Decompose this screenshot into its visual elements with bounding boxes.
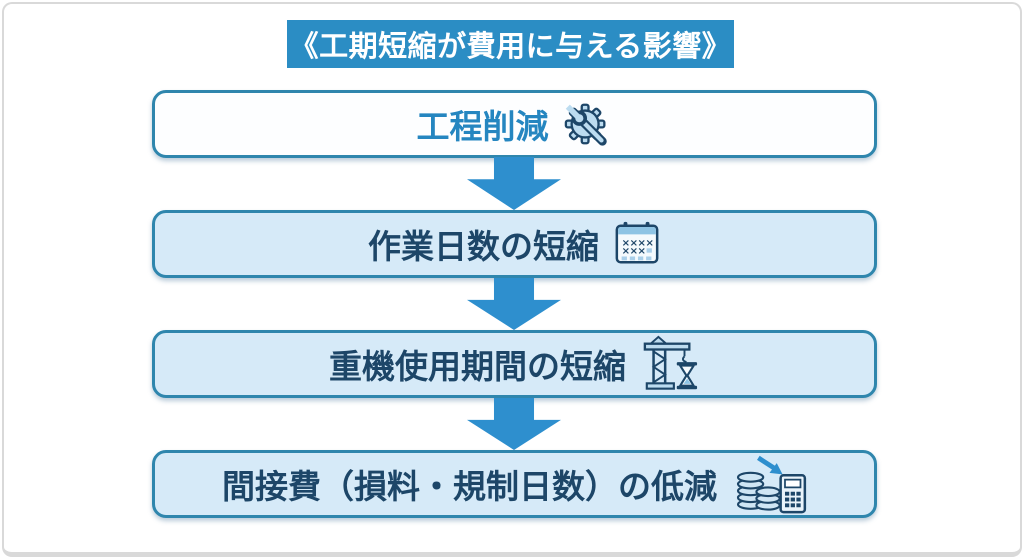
gear-wrench-icon (564, 103, 607, 146)
flow-box-label: 作業日数の短縮 (368, 228, 599, 265)
svg-text:×××: ××× (622, 246, 646, 257)
coins-calculator-decrease-icon (736, 455, 807, 514)
flow-box-label: 間接費（損料・規制日数）の低減 (222, 468, 717, 505)
flow-box-label: 工程削減 (416, 108, 549, 145)
calendar-crossed-days-icon: ×××× ××× (615, 221, 659, 264)
tower-crane-hourglass-icon (643, 335, 698, 390)
flow-box-indirect-cost-reduction: 間接費（損料・規制日数）の低減 (152, 450, 877, 518)
flow-box-process-reduction: 工程削減 (152, 90, 877, 158)
diagram-title: 《工期短縮が費用に与える影響》 (287, 20, 734, 68)
diagram-title-text: 《工期短縮が費用に与える影響》 (289, 31, 732, 63)
flow-box-heavy-machinery-period: 重機使用期間の短縮 (152, 330, 877, 398)
flow-box-label: 重機使用期間の短縮 (329, 348, 626, 385)
flow-box-workdays-shortening: 作業日数の短縮 ×××× ××× (152, 210, 877, 278)
svg-text:××××: ×××× (622, 238, 654, 249)
